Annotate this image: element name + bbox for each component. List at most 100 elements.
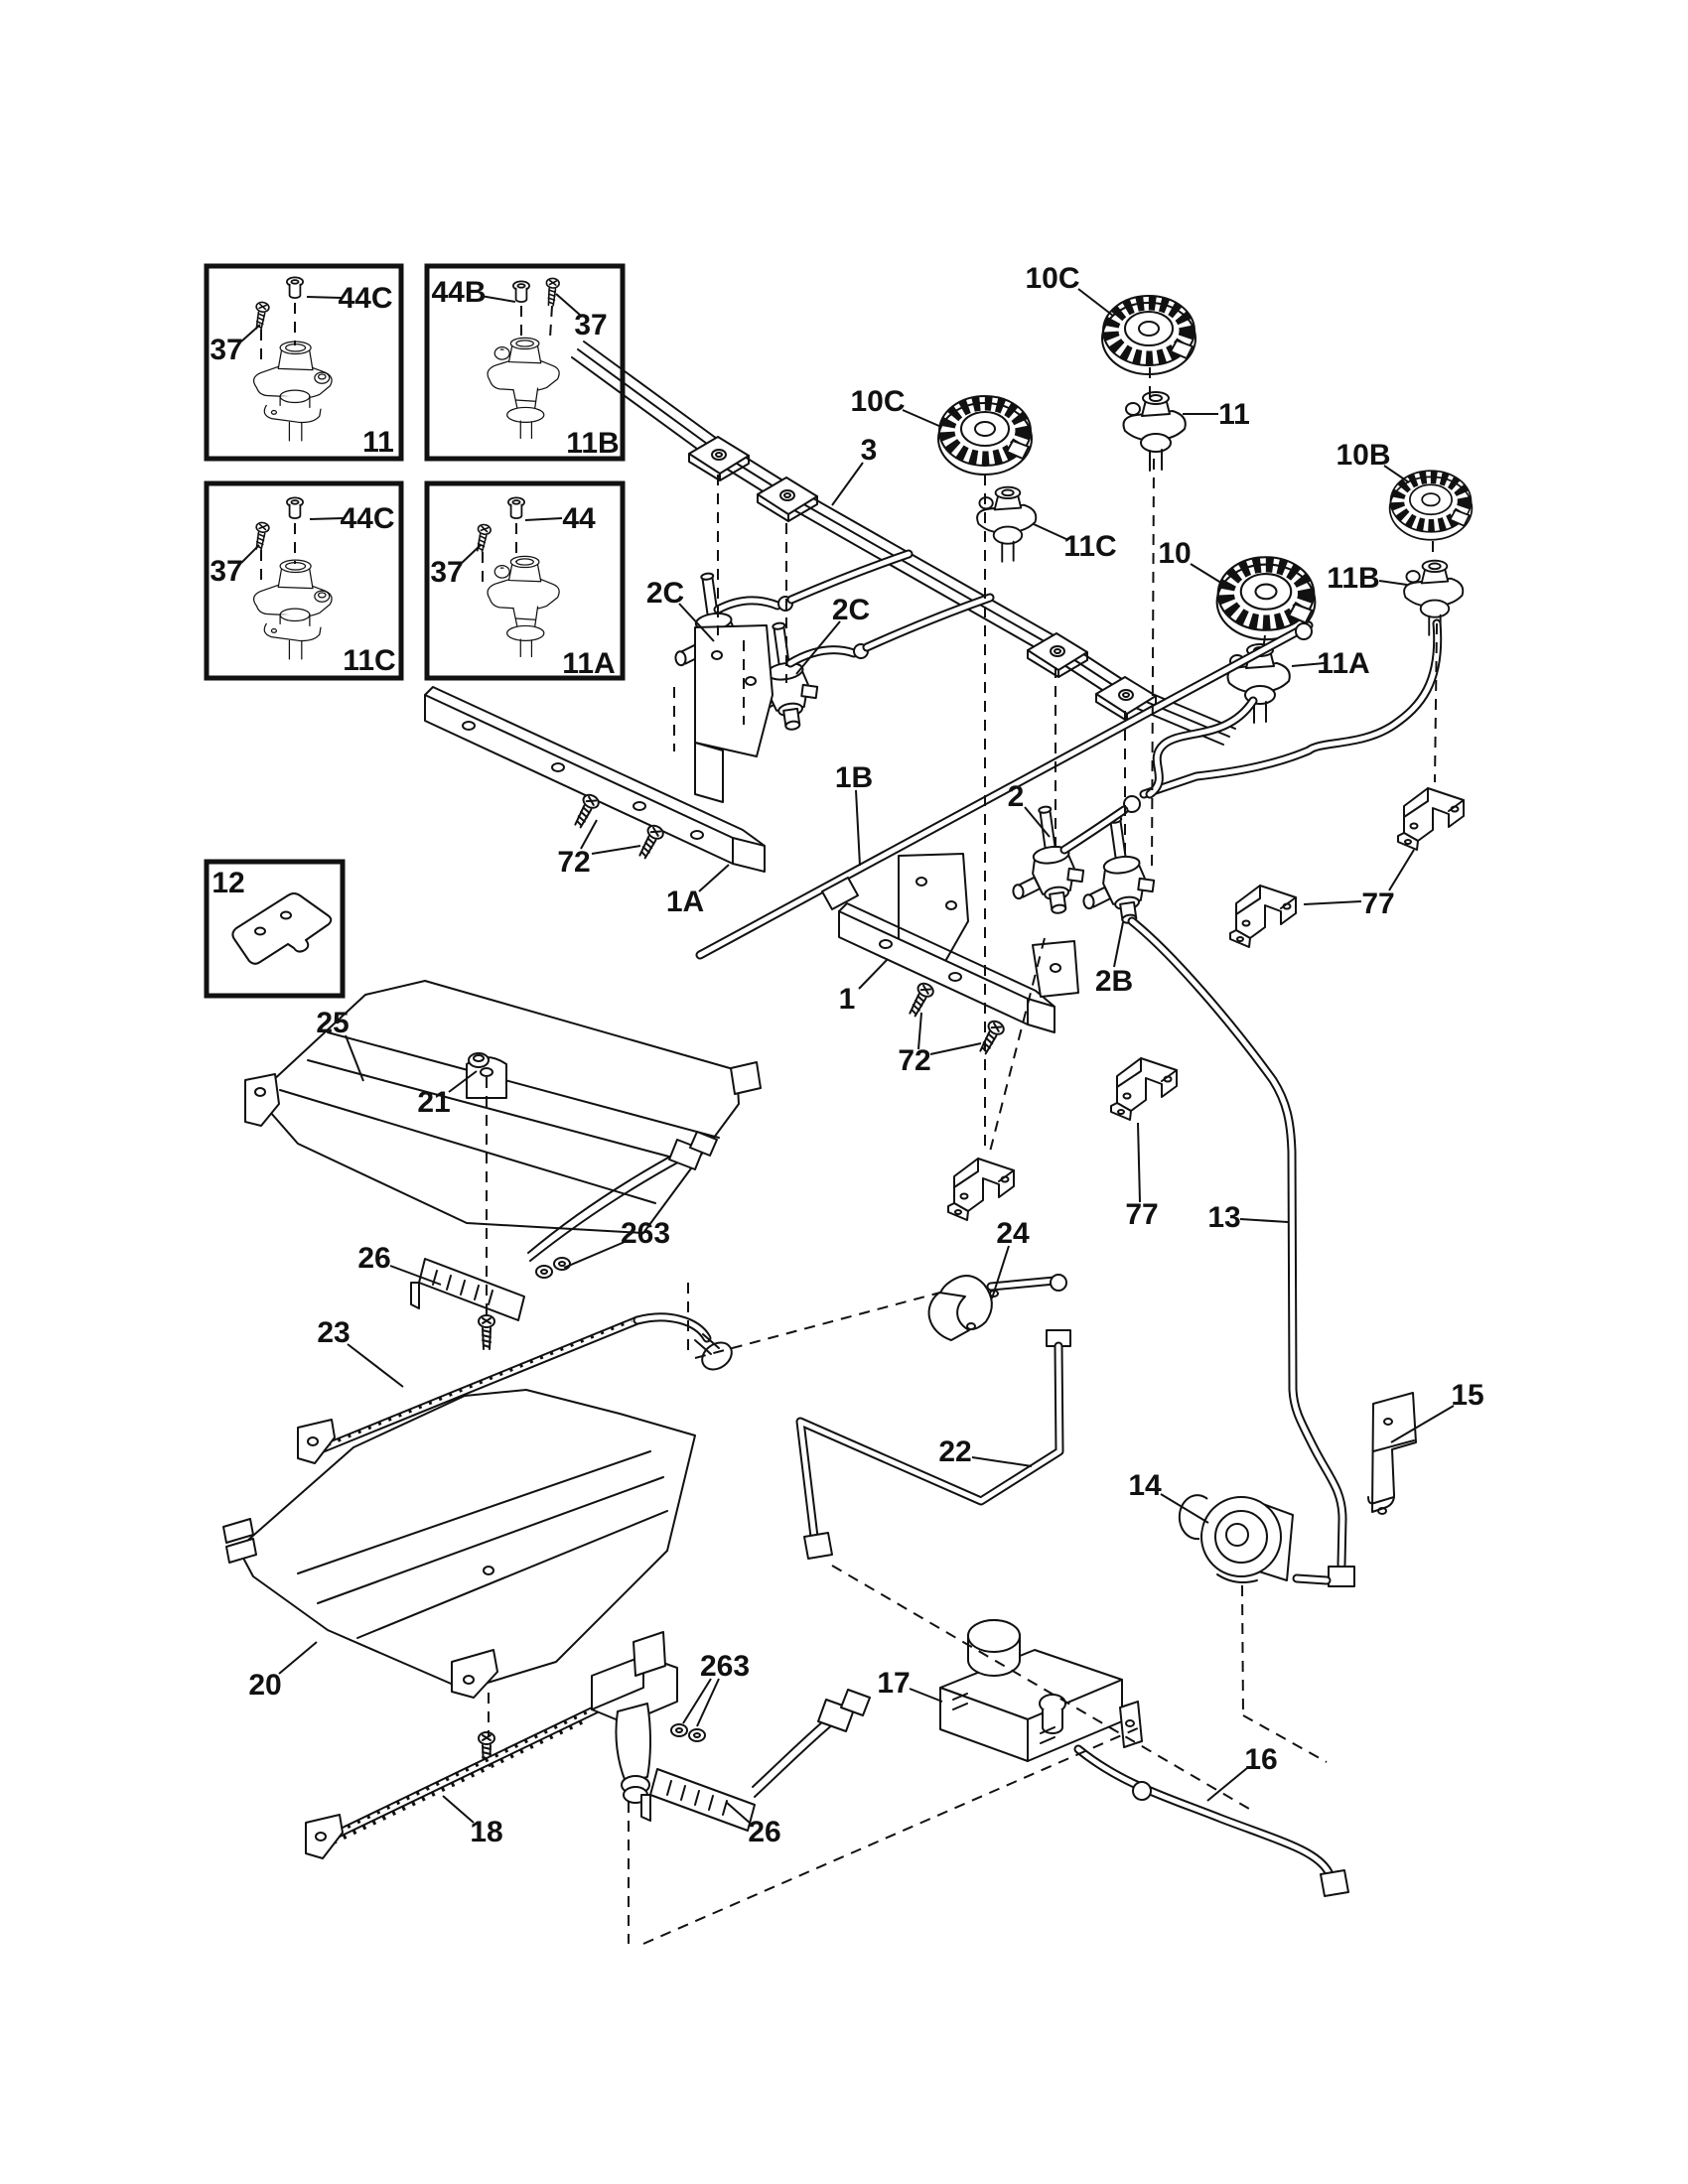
inset-box-11A	[424, 480, 626, 681]
inset-box-11	[204, 263, 404, 462]
screw-72-icon	[633, 822, 667, 862]
orifice-44c-icon	[285, 496, 305, 519]
screw-72-icon	[569, 791, 603, 831]
part-callout-14: 14	[1128, 1469, 1162, 1502]
leader-line-2B	[1113, 921, 1124, 968]
part-callout-77: 77	[1125, 1198, 1158, 1231]
part-callout-44C: 44C	[338, 282, 392, 315]
surface-igniter-orifice-holder-11	[252, 341, 333, 442]
igniter-bracket-77	[1110, 1057, 1178, 1121]
part-callout-1: 1	[839, 983, 856, 1016]
part-callout-10C: 10C	[1025, 262, 1079, 295]
inset-box-11C	[204, 480, 404, 681]
part-callout-11C: 11C	[343, 644, 395, 677]
part-callout-37: 37	[430, 556, 463, 589]
manifold-clip-nut-21	[468, 1052, 490, 1068]
leader-line-44B	[480, 295, 516, 303]
leader-line-2C	[795, 620, 841, 675]
part-callout-11B: 11B	[1327, 562, 1379, 595]
burner-valve-2b	[1071, 811, 1161, 930]
part-callout-44C: 44C	[340, 502, 394, 535]
igniter-bracket-77	[1229, 885, 1297, 948]
part-callout-2: 2	[1008, 780, 1025, 813]
leader-line-18	[442, 1795, 475, 1824]
leader-line-20	[278, 1641, 318, 1675]
leader-line-44C	[306, 296, 343, 299]
part-callout-16: 16	[1244, 1743, 1277, 1776]
burner-head-10b	[1390, 471, 1473, 540]
part-callout-15: 15	[1451, 1379, 1483, 1412]
part-callout-2C: 2C	[646, 577, 684, 610]
part-callout-37: 37	[210, 555, 242, 588]
part-callout-26: 26	[357, 1242, 390, 1275]
leader-line-26	[389, 1265, 442, 1286]
bake-burner-tube-18	[305, 1631, 678, 1859]
part-callout-44: 44	[562, 502, 596, 535]
leader-line-25	[345, 1034, 364, 1082]
leader-line-37	[240, 544, 260, 564]
igniter-bracket-77	[947, 1158, 1015, 1221]
manifold-mount-plate	[1027, 632, 1088, 678]
mounting-bracket-15	[1367, 1392, 1417, 1515]
surface-igniter-orifice-holder-11b	[487, 337, 560, 440]
screw-72-icon	[974, 1018, 1008, 1057]
screw-icon	[478, 1314, 495, 1350]
leader-line-10B	[1383, 465, 1410, 483]
surface-igniter-orifice-holder-11c	[252, 559, 333, 660]
leader-line-72	[929, 1042, 982, 1055]
screw-37-icon	[251, 300, 271, 332]
part-callout-11B: 11B	[566, 427, 619, 460]
igniter-bracket-77	[1397, 787, 1465, 851]
leader-line-77	[1388, 849, 1415, 891]
leader-line-44	[524, 517, 563, 521]
oven-tube-elbow-24	[927, 1274, 1067, 1341]
part-callout-37: 37	[210, 334, 242, 366]
part-callout-72: 72	[898, 1044, 930, 1077]
part-callout-2C: 2C	[832, 594, 870, 626]
leader-line-11A	[1291, 662, 1326, 667]
leader-line-26	[725, 1801, 752, 1825]
leader-line-2C	[678, 603, 715, 642]
broil-burner-tube-23	[297, 1312, 733, 1464]
pressure-regulator-pipe-13	[1127, 916, 1355, 1587]
part-callout-3: 3	[861, 434, 878, 467]
leader-line-10C	[902, 409, 942, 428]
leader-line-23	[347, 1343, 404, 1388]
leader-line-22	[971, 1456, 1033, 1467]
leader-line-44C	[309, 517, 345, 520]
screw-37-icon	[251, 520, 271, 552]
carryover-igniter-26-top	[410, 1131, 718, 1321]
leader-line-72	[917, 1012, 922, 1050]
leader-line-21	[448, 1070, 478, 1093]
manifold-mount-plate	[757, 477, 818, 522]
leader-line-15	[1390, 1405, 1455, 1443]
burner-head-10c-front	[938, 396, 1032, 475]
part-callout-263: 263	[700, 1650, 750, 1683]
burner-box-rail-1	[838, 853, 1079, 1033]
part-callout-72: 72	[557, 846, 590, 879]
leader-line-10C	[1077, 288, 1114, 317]
leader-line-1	[858, 958, 889, 990]
part-callout-10C: 10C	[850, 385, 905, 418]
part-callout-11A: 11A	[1317, 647, 1369, 680]
part-callout-10B: 10B	[1336, 439, 1390, 472]
part-callout-11A: 11A	[562, 647, 615, 680]
leader-line-72	[580, 819, 598, 850]
orifice-44c-icon	[285, 276, 305, 300]
leader-line-1A	[698, 864, 730, 892]
manifold-pipe-3	[571, 341, 1236, 746]
leader-line-1B	[855, 789, 861, 867]
part-callout-22: 22	[938, 1435, 971, 1468]
shim-plate-12	[231, 892, 333, 965]
orifice-44b-icon	[512, 280, 530, 304]
part-callout-25: 25	[316, 1007, 349, 1039]
part-callout-1B: 1B	[835, 761, 873, 794]
part-callout-17: 17	[877, 1667, 910, 1700]
part-callout-26: 26	[748, 1816, 780, 1848]
leader-line-37	[555, 293, 582, 317]
supply-tube-1b	[695, 620, 1314, 960]
part-callout-24: 24	[996, 1217, 1030, 1250]
inset-box-12	[204, 859, 346, 999]
leader-line-263	[696, 1678, 720, 1727]
